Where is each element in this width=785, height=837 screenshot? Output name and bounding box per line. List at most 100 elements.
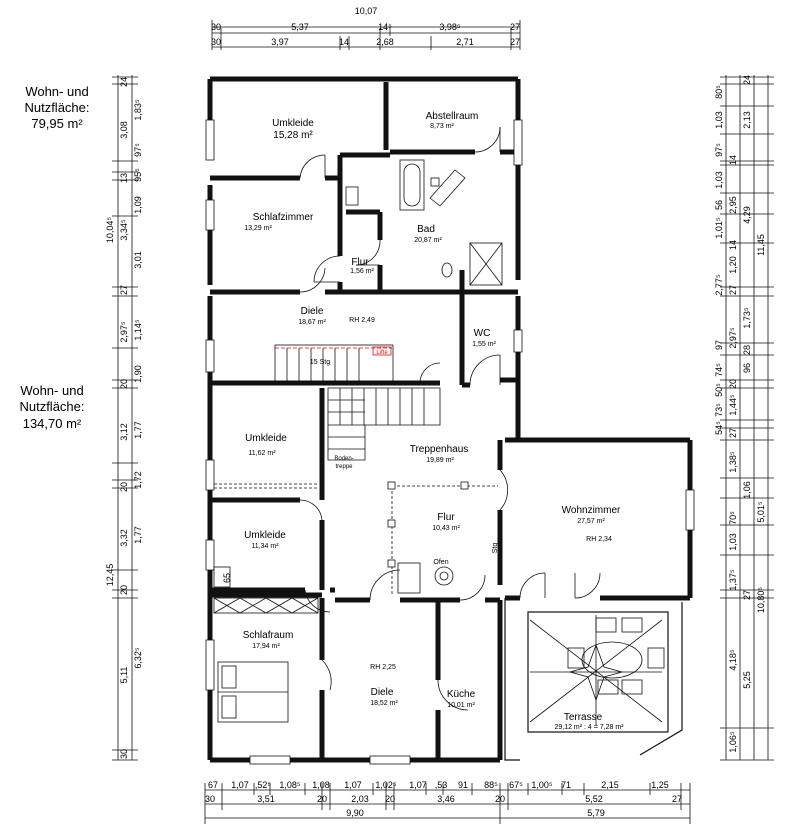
svg-text:18,67 m²: 18,67 m²: [298, 319, 326, 326]
svg-text:5,52: 5,52: [585, 794, 603, 804]
svg-text:RH 2,49: RH 2,49: [349, 317, 375, 324]
svg-text:11,62 m²: 11,62 m²: [248, 450, 276, 457]
svg-text:91: 91: [458, 780, 468, 790]
svg-text:13: 13: [119, 173, 129, 183]
svg-text:1,83⁵: 1,83⁵: [133, 99, 143, 121]
svg-text:74⁵: 74⁵: [714, 363, 724, 377]
top-dim-total: 10,07: [355, 6, 378, 16]
lift-label: Lifte: [376, 350, 388, 356]
svg-text:97⁵: 97⁵: [133, 143, 143, 157]
svg-text:1,03: 1,03: [714, 111, 724, 129]
svg-text:27: 27: [672, 794, 682, 804]
walls: [207, 76, 693, 763]
top-dim-r2: 27: [510, 37, 520, 47]
room-bad: Bad 20,87 m²: [414, 224, 442, 244]
room-treppenhaus: Treppenhaus 19,89 m²: [410, 444, 469, 464]
svg-text:27: 27: [742, 590, 752, 600]
svg-text:27,57 m²: 27,57 m²: [577, 518, 605, 525]
svg-text:2,03: 2,03: [351, 794, 369, 804]
svg-text:Bad: Bad: [417, 224, 435, 235]
room-flur-1: Flur 1,56 m²: [350, 257, 374, 275]
stairs-upper: [274, 344, 394, 382]
terrace-table: [581, 641, 643, 679]
svg-text:6,32⁵: 6,32⁵: [133, 647, 143, 669]
svg-text:29,12 m² : 4 = 7,28 m²: 29,12 m² : 4 = 7,28 m²: [554, 724, 624, 731]
area-label-upper: Wohn- und Nutzfläche: 79,95 m²: [24, 84, 89, 131]
svg-text:56: 56: [714, 200, 724, 210]
door-swings: [299, 126, 601, 711]
svg-text:20: 20: [317, 794, 327, 804]
top-dim-r2: 30: [211, 37, 221, 47]
svg-text:1,08⁵: 1,08⁵: [279, 780, 301, 790]
room-wohnzimmer: Wohnzimmer 27,57 m² RH 2,34: [562, 505, 621, 543]
room-diele-1: Diele 18,67 m² RH 2,49: [298, 306, 375, 326]
sink: [441, 262, 453, 278]
svg-text:10,43 m²: 10,43 m²: [432, 525, 460, 532]
svg-text:,52⁵: ,52⁵: [255, 780, 272, 790]
svg-text:1,00⁵: 1,00⁵: [531, 780, 553, 790]
svg-text:Umkleide: Umkleide: [244, 530, 286, 541]
ofen-label: Ofen: [433, 559, 448, 566]
svg-text:2,13: 2,13: [742, 111, 752, 129]
svg-text:Flur: Flur: [437, 512, 455, 523]
room-umkleide-2: Umkleide 11,62 m²: [245, 433, 287, 457]
bodentreppe-label-1: Boden-: [334, 456, 353, 462]
terrace-outline: [504, 598, 683, 761]
svg-text:20: 20: [119, 482, 129, 492]
svg-text:30: 30: [205, 794, 215, 804]
svg-text:Schlafzimmer: Schlafzimmer: [253, 212, 314, 223]
svg-text:Diele: Diele: [371, 687, 394, 698]
svg-text:27: 27: [119, 285, 129, 295]
svg-text:14: 14: [728, 155, 738, 165]
top-dim-r1: 27: [510, 22, 520, 32]
svg-text:9,90: 9,90: [346, 808, 364, 818]
svg-text:1,07: 1,07: [231, 780, 249, 790]
top-dim-r2: 2,71: [456, 37, 474, 47]
svg-text:Küche: Küche: [447, 689, 476, 700]
svg-text:1,06: 1,06: [742, 481, 752, 499]
top-dim-r1: 14⁵: [378, 22, 392, 32]
bottom-dimensions: [204, 783, 691, 824]
svg-text:20: 20: [495, 794, 505, 804]
svg-text:3,08: 3,08: [119, 121, 129, 139]
svg-text:1,37⁵: 1,37⁵: [728, 569, 738, 591]
svg-text:1,03: 1,03: [714, 171, 724, 189]
room-abstellraum: Abstellraum 8,73 m²: [426, 111, 479, 130]
svg-text:1,14⁵: 1,14⁵: [133, 319, 143, 341]
bodentreppe-label-2: treppe: [335, 464, 353, 470]
top-dim-r2: 3,97: [271, 37, 289, 47]
svg-text:80⁵: 80⁵: [714, 85, 724, 99]
left-dimensions: [112, 75, 138, 761]
svg-text:1,25: 1,25: [651, 780, 669, 790]
room-diele-2: RH 2,25 Diele 18,52 m²: [370, 664, 398, 707]
svg-text:2,97⁵: 2,97⁵: [119, 321, 129, 343]
bathtub: [399, 159, 425, 211]
svg-text:3,12: 3,12: [119, 423, 129, 441]
svg-text:Treppenhaus: Treppenhaus: [410, 444, 469, 455]
svg-text:50⁵: 50⁵: [714, 383, 724, 397]
svg-text:11,34 m²: 11,34 m²: [251, 543, 279, 550]
svg-text:19,89 m²: 19,89 m²: [426, 457, 454, 464]
svg-text:88⁵: 88⁵: [484, 780, 498, 790]
furniture: [213, 483, 319, 723]
svg-text:1,03: 1,03: [728, 533, 738, 551]
svg-text:10,80⁵: 10,80⁵: [756, 587, 766, 614]
room-labels: Umkleide 15,28 m² Abstellraum 8,73 m² Sc…: [243, 111, 624, 731]
svg-text:30: 30: [119, 749, 129, 759]
svg-text:Nutzfläche:: Nutzfläche:: [19, 399, 84, 414]
top-dim-r2: 2,68: [376, 37, 394, 47]
stove: [434, 566, 454, 586]
top-dimensions: [211, 20, 521, 50]
svg-text:1,20: 1,20: [728, 256, 738, 274]
svg-text:4,18⁵: 4,18⁵: [728, 649, 738, 671]
svg-text:1,07: 1,07: [409, 780, 427, 790]
room-schlafzimmer: Schlafzimmer 13,29 m²: [244, 212, 314, 232]
left-dim-labels: 24 1,83⁵ 3,08 97⁵ 95⁵ 13 1,09 3,34⁵ 3,01…: [105, 77, 143, 759]
svg-text:5,11: 5,11: [119, 667, 129, 684]
svg-text:79,95 m²: 79,95 m²: [31, 116, 83, 131]
stairs-count: 15 Stg: [310, 359, 330, 366]
svg-text:Nutzfläche:: Nutzfläche:: [24, 100, 89, 115]
svg-text:1,09: 1,09: [133, 196, 143, 214]
stg-label: Stg: [492, 543, 499, 554]
svg-text:1,02⁵: 1,02⁵: [375, 780, 397, 790]
